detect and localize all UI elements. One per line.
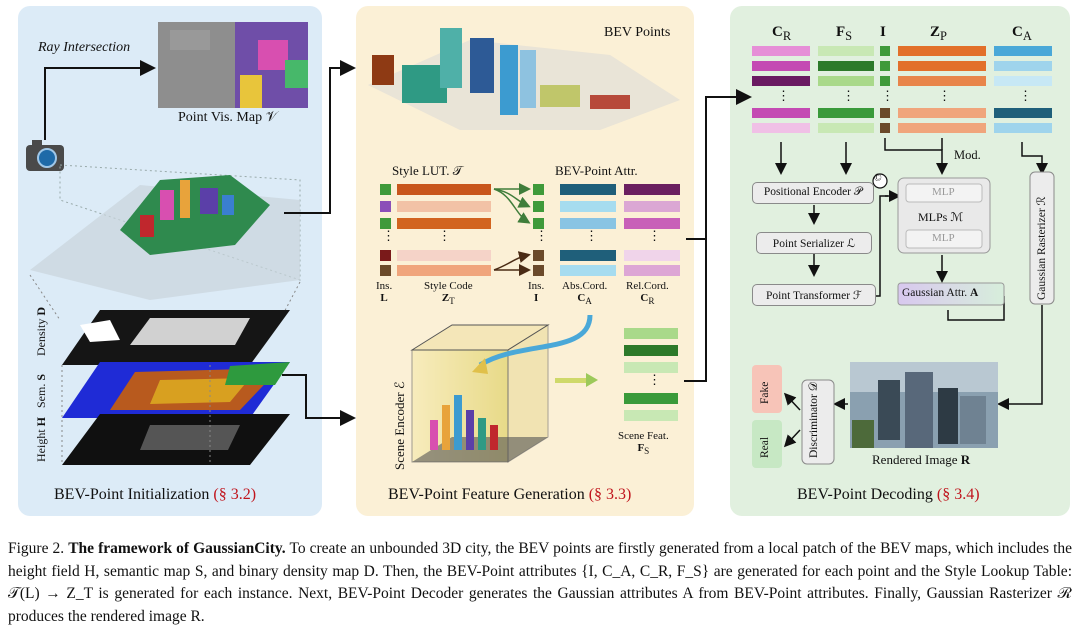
attr-dots-1: ⋮	[535, 228, 548, 243]
bev-point-attr-table	[533, 184, 680, 276]
col-fs-dots: ⋮	[842, 88, 855, 103]
decoder-input-columns	[752, 46, 1052, 133]
feat-dots: ⋮	[648, 372, 661, 387]
ins-i-label: Ins.I	[528, 280, 545, 304]
caption-prefix: Figure 2.	[8, 540, 65, 557]
scene-feat-label: Scene Feat.FS	[618, 430, 669, 457]
attr-to-decoder-arrow	[686, 89, 752, 240]
patch-to-bevpoints-arrow	[284, 60, 356, 214]
real-label: Real	[759, 436, 771, 458]
col-i-label: I	[880, 24, 886, 40]
attr-dots-3: ⋮	[648, 228, 661, 243]
discriminator-label: Discriminator 𝒟	[808, 382, 820, 458]
init-panel-title: BEV-Point Initialization (§ 3.2)	[54, 486, 257, 503]
figure-caption: Figure 2. The framework of GaussianCity.…	[8, 538, 1072, 628]
col-cr-label: CR	[772, 24, 792, 43]
style-lut-label: Style LUT. 𝒯	[392, 163, 463, 178]
sem-label: Sem. S	[34, 373, 48, 408]
col-cr-dots: ⋮	[777, 88, 790, 103]
style-lut-table	[380, 184, 491, 276]
camera-icon	[26, 140, 64, 171]
encoder-to-feat-arrow	[586, 373, 598, 387]
city-patch-image	[30, 175, 300, 300]
point-transformer-box: Point Transformer ℱ	[752, 284, 876, 306]
rendered-image-label: Rendered Image R	[872, 452, 971, 467]
scene-feat-stack	[624, 328, 678, 421]
col-ca-label: CA	[1012, 24, 1032, 43]
mlp-1-label: MLP	[932, 186, 955, 198]
rasterizer-label: Gaussian Rasterizer ℛ	[1036, 196, 1048, 300]
point-vis-map-image	[158, 22, 308, 108]
ins-l-label: Ins.L	[376, 280, 393, 304]
coord-to-encoder-curve	[478, 314, 593, 368]
abs-cord-label: Abs.Cord.CA	[562, 280, 608, 307]
col-zp-label: ZP	[930, 24, 947, 43]
concat-symbol	[872, 173, 888, 189]
mlps-label: MLPs ℳ	[918, 210, 964, 224]
discriminator-box	[801, 379, 835, 465]
attr-dots-2: ⋮	[585, 228, 598, 243]
vis-map-label: Point Vis. Map 𝒱	[178, 110, 278, 125]
height-map	[62, 414, 290, 465]
col-ca-dots: ⋮	[1019, 88, 1032, 103]
density-label: Density D	[34, 306, 48, 356]
bev-attr-label: BEV-Point Attr.	[555, 163, 638, 178]
gaussian-attr-box	[897, 282, 1005, 306]
col-zp-dots: ⋮	[938, 88, 951, 103]
feat-to-decoder-line	[684, 239, 707, 382]
ray-arrow	[44, 60, 156, 140]
rendered-image	[850, 362, 998, 448]
rel-cord-label: Rel.Cord.CR	[626, 280, 669, 307]
semantic-map	[62, 362, 290, 418]
scene-encoder-cube	[410, 324, 550, 463]
decoding-panel-title: BEV-Point Decoding (§ 3.4)	[797, 486, 980, 503]
mlp-2-box	[905, 229, 983, 249]
col-fs-label: FS	[836, 24, 853, 43]
feature-panel-title: BEV-Point Feature Generation (§ 3.3)	[388, 486, 632, 503]
gaussian-attr-label: Gaussian Attr. A	[902, 287, 979, 299]
bev-points-image	[368, 28, 680, 130]
fake-label: Fake	[759, 381, 771, 404]
bev-points-label: BEV Points	[604, 25, 671, 40]
real-tag	[752, 420, 782, 468]
height-label: Height H	[34, 416, 48, 462]
fake-tag	[752, 365, 782, 413]
rasterizer-box	[1029, 171, 1055, 305]
maps-to-encoder-arrow	[282, 374, 356, 426]
ray-intersection-label: Ray Intersection	[38, 40, 131, 55]
positional-encoder-box: Positional Encoder 𝒫	[752, 182, 874, 204]
mlp-2-label: MLP	[932, 232, 955, 244]
lut-link-arrows	[493, 183, 531, 276]
col-i-dots: ⋮	[881, 88, 894, 103]
decoder-arrows	[775, 138, 1048, 410]
lut-dots-1: ⋮	[382, 228, 395, 243]
caption-text: To create an unbounded 3D city, the BEV …	[8, 540, 1073, 625]
caption-bold: The framework of GaussianCity.	[68, 540, 286, 557]
density-map	[62, 310, 290, 365]
mod-label: Mod.	[954, 148, 981, 162]
concat-label: ©	[874, 173, 882, 184]
lut-dots-2: ⋮	[438, 228, 451, 243]
point-serializer-box: Point Serializer ℒ	[756, 232, 872, 254]
scene-encoder-label: Scene Encoder ℰ	[392, 381, 407, 470]
mlp-1-box	[905, 183, 983, 203]
